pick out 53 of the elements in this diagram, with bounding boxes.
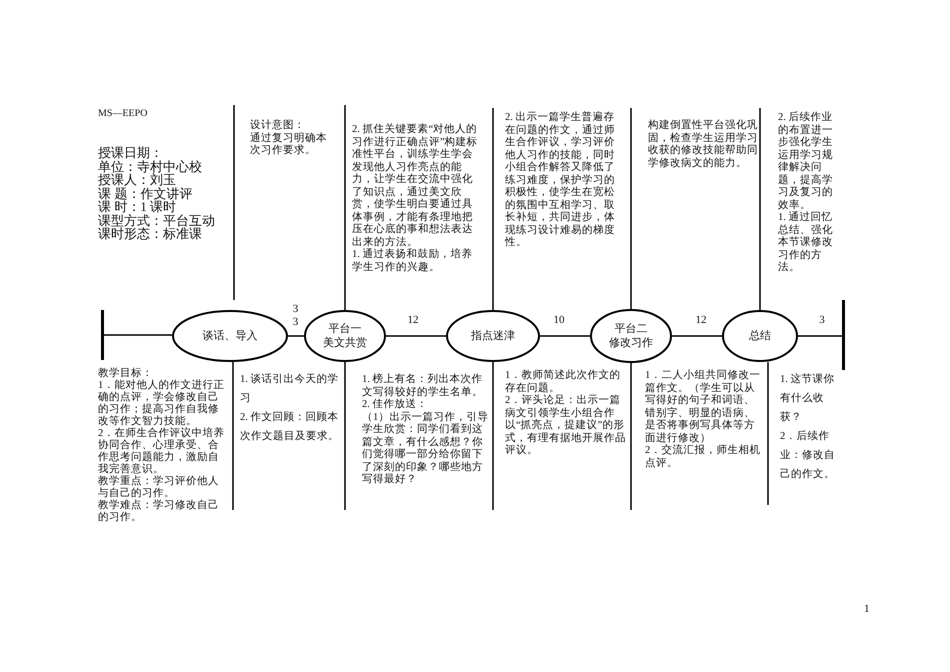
lesson-info: 单位：寺村中心校: [98, 160, 203, 173]
design-note: 2. 出示一篇学生普遍存在问题的作文，通过师生合作评议，学习评价他人习作的技能，同时小组合作解答又降低了练习难度，保护学习的积极性，使学生在宽松的氛围中互相学习、取长补短，共同进步，体现练习设计难易的梯度性。: [505, 112, 616, 250]
stage-ellipse: [304, 310, 386, 362]
step-text: （1）出示一篇习作，引导学生欣赏：同学们看到这篇文章，有什么感想？你们觉得哪一部分给你留下了深刻的印象？哪些地方写得最好？: [362, 412, 490, 486]
design-note: 通过复习明确本次习作要求。: [250, 132, 328, 158]
design-note: 1. 通过表扬和鼓励，培养学生习作的兴趣。: [352, 249, 474, 274]
design-note: 2. 后续作业的布置进一步强化学生运用学习规律解决问题，提高学习及复习的效率。: [778, 112, 834, 211]
end-bar: [101, 310, 104, 360]
design-note: 2. 抓住关键要素“对他人的习作进行正确点评”构建标准性平台，训练学生学会发现他人习作亮点的能力，让学生在交流中强化了知识点，通过美文欣赏，使学生明白要通过具体事例，才能有条理地把压在心底的事和想法表达出来的方法。: [352, 124, 479, 248]
stage-label: 修改习作: [609, 336, 653, 350]
timeline-line: [540, 335, 590, 337]
step-text: 1. 榜上有名：列出本次作文写得较好的学生名单。: [362, 374, 484, 398]
lesson-info: 课时形态：标准课: [98, 227, 202, 240]
step-text: 1．教师简述此次作文的存在问题。: [505, 370, 622, 394]
step-text: 2. 作文回顾：回顾本次作文题目及要求。: [240, 410, 340, 444]
design-note: 构建倒置性平台强化巩固，检查学生运用学习收获的修改技能帮助同学修改病文的能力。: [648, 120, 759, 170]
timeline-line: [104, 334, 172, 336]
lesson-info: 课型方式：平台互动: [98, 214, 216, 227]
page-number: 1: [864, 603, 870, 616]
step-text: 2．交流汇报，师生相机点评。: [645, 445, 762, 470]
stage-label: 谈话、导入: [202, 329, 258, 343]
timeline-line: [672, 335, 722, 337]
step-text: 2. 佳作放送：: [362, 399, 428, 411]
stage-ellipse: [172, 310, 288, 362]
lesson-info: 课 时：1 课时: [98, 200, 176, 214]
stage-ellipse: [590, 309, 672, 363]
step-text: 1．二人小组共同修改一篇作文。（学生可以从写得好的句子和词语、错别字、明显的语病、是否将事例写具体等方面进行修改）: [645, 370, 762, 444]
stage-ellipse: [446, 310, 540, 362]
objective-text: 2．在师生合作评议中培养协同合作、心理承受、合作思考问题能力，激励自我完善意识。: [98, 428, 226, 475]
step-text: 1. 谈话引出今天的学习: [240, 372, 340, 406]
step-text: 1. 这节课你有什么收获？: [780, 372, 836, 425]
stage-label: 总结: [749, 329, 771, 343]
design-note: 设计意图：: [250, 120, 306, 132]
objective-text: 教学目标：: [98, 368, 154, 379]
lesson-code: MS—EEPO: [98, 108, 148, 120]
timeline-line: [386, 335, 446, 337]
stage-label: 平台二: [614, 322, 648, 336]
lesson-info: 授课人：刘玉: [98, 173, 176, 186]
stage-label: 平台一: [328, 322, 362, 336]
step-text: 2．后续作业：修改自己的作文。: [780, 429, 836, 482]
stage-label: 指点迷津: [471, 329, 515, 343]
objective-text: 教学重点：学习评价他人与自己的习作。: [98, 476, 220, 499]
stage-label: 美文共赏: [323, 336, 367, 350]
timeline-line: [798, 335, 842, 337]
lesson-info: 课 题：作文讲评: [98, 186, 194, 200]
lesson-info: 授课日期：: [98, 146, 164, 160]
end-bar: [842, 300, 845, 370]
stage-ellipse: [722, 310, 798, 362]
objective-text: 1．能对他人的作文进行正确的点评，学会修改自己的习作；提高习作自我修改等作文智力技能。: [98, 380, 226, 427]
objective-text: 教学难点：学习修改自己的习作。: [98, 500, 220, 524]
step-text: 2．评头论足：出示一篇病文引领学生小组合作以“抓亮点，提建议”的形式，有理有据地开展作品评议。: [505, 395, 626, 458]
design-note: 1. 通过回忆总结、强化本节课修改习作的方法。: [778, 212, 834, 274]
timeline-line: [288, 335, 304, 337]
